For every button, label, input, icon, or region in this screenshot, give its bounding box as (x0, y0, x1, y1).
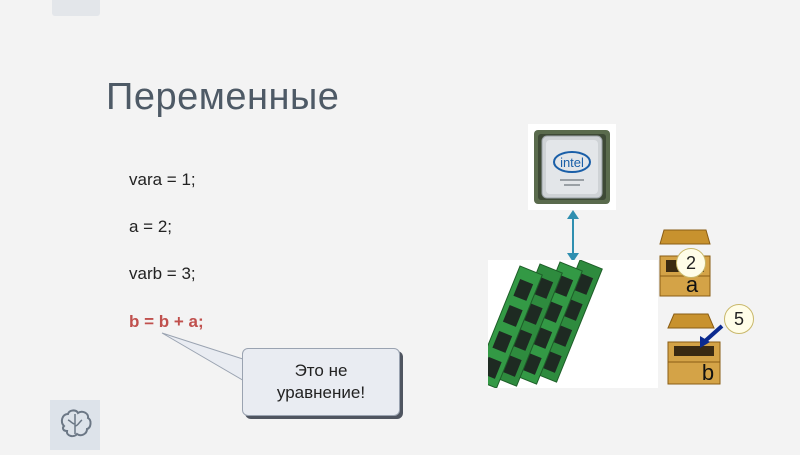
cpu-image: intel (528, 124, 616, 210)
chest-b-value: 5 (724, 304, 754, 334)
cpu-brand-text: intel (560, 155, 584, 170)
callout-note: Это не уравнение! (242, 348, 400, 416)
chest-b: b 5 (664, 312, 726, 391)
chest-a: a 2 (656, 226, 716, 303)
callout-line-1: Это не (243, 360, 399, 382)
double-arrow-icon (562, 210, 584, 262)
callout-line-2: уравнение! (243, 382, 399, 404)
brain-icon (50, 400, 100, 450)
logo (50, 400, 100, 450)
chest-a-value: 2 (676, 248, 706, 278)
ram-modules-image (488, 260, 658, 388)
chest-b-label: b (702, 360, 714, 385)
